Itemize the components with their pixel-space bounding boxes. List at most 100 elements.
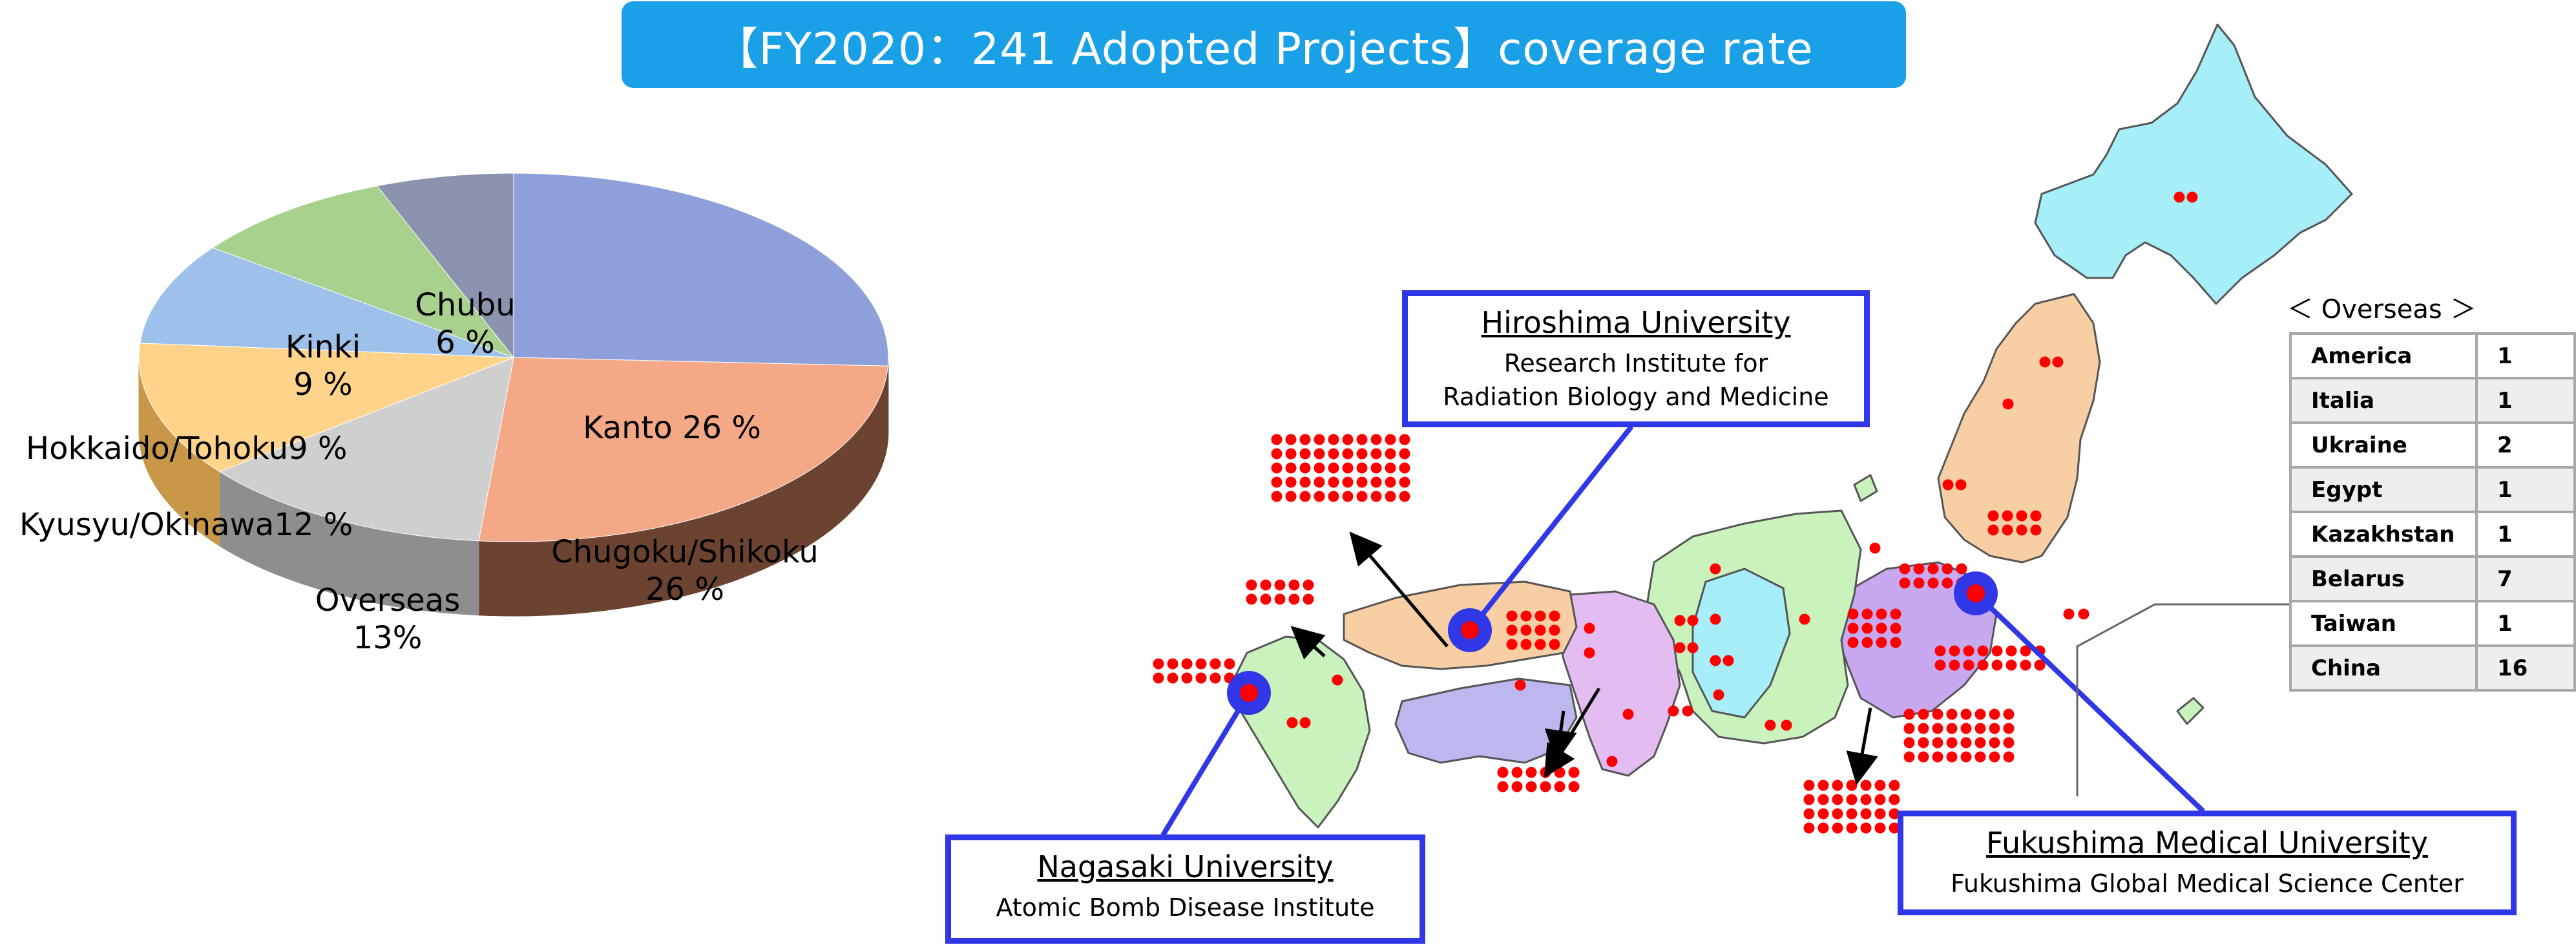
dot-cluster-chubu — [1876, 608, 1887, 620]
dot-single — [1332, 674, 1343, 686]
dot-cluster-shikoku-south — [1803, 794, 1815, 805]
arrow-chugoku — [1349, 531, 1449, 648]
dot-cluster-chugoku — [1399, 448, 1410, 460]
dot-cluster-kanto-south — [1918, 737, 1929, 749]
dot-cluster-chubu — [1861, 608, 1873, 620]
dot-cluster-chugoku — [1285, 462, 1297, 474]
dot-cluster-chugoku — [1370, 434, 1382, 445]
dot-cluster-fukushima — [1987, 510, 1999, 522]
dot-cluster-kanto — [1927, 577, 1939, 589]
dot-cluster-kanto-south — [1903, 708, 1915, 720]
dot-cluster-kanto-south — [1932, 708, 1943, 720]
project-dots — [1153, 191, 2198, 834]
dot-cluster-shikoku-south — [1874, 808, 1886, 820]
dot-cluster-hiroshima — [1520, 610, 1532, 622]
dot-single — [2078, 608, 2089, 620]
overseas-country: Belarus — [2289, 555, 2478, 602]
dot-cluster-kanto-south — [1989, 708, 2000, 720]
dot-cluster-shikoku-south — [1846, 822, 1858, 834]
dot-cluster-chugoku — [1370, 462, 1382, 474]
arrow-kyushu — [1290, 626, 1326, 660]
dot-single — [1584, 622, 1595, 634]
dot-cluster-chubu — [1847, 622, 1859, 634]
overseas-count: 16 — [2475, 644, 2576, 692]
callout-hiroshima-name: Hiroshima University — [1481, 305, 1791, 340]
dot-cluster-chugoku — [1314, 476, 1325, 488]
dot-single — [1622, 708, 1634, 720]
dot-cluster-kanto-south — [1932, 723, 1943, 734]
dot-cluster-kanto-east — [2020, 645, 2031, 657]
dot-cluster-shikoku-south — [1803, 822, 1815, 834]
dot-cluster-chugoku — [1328, 434, 1339, 445]
dot-cluster-kanto-south — [1960, 708, 1972, 720]
dot-cluster-kanto-south — [1974, 751, 1986, 763]
dot-cluster-kanto-east — [1934, 659, 1946, 671]
dot-cluster-kanto-east — [2034, 659, 2046, 671]
dot-cluster-shikoku-south — [1817, 808, 1829, 820]
dot-cluster-kanto-south — [1918, 708, 1929, 720]
dot-cluster-kinki — [1497, 781, 1509, 792]
dot-cluster-chugoku — [1385, 462, 1396, 474]
line-nagasaki — [1160, 691, 1251, 837]
callout-nagasaki-name: Nagasaki University — [1037, 849, 1334, 884]
dot-cluster-kanto-east — [1991, 645, 2003, 657]
dot-cluster-chubu — [1876, 637, 1887, 648]
dot-cluster-shikoku-south — [1817, 822, 1829, 834]
dot-cluster-shikoku-south — [1860, 794, 1872, 805]
dot-cluster-chugoku — [1342, 448, 1354, 460]
callout-nagasaki: Nagasaki University Atomic Bomb Disease … — [945, 834, 1425, 944]
dot-cluster-chugoku — [1285, 476, 1297, 488]
dot-single — [1687, 615, 1699, 626]
dot-cluster-kanto-east — [2020, 659, 2031, 671]
dot-cluster-kanto-east — [1949, 659, 1960, 671]
dot-cluster-chubu — [1861, 637, 1873, 648]
dot-cluster-kanto-east — [2005, 659, 2017, 671]
pie-label-overseas-0: Overseas — [315, 582, 460, 619]
dot-cluster-chugoku — [1285, 491, 1297, 502]
dot-single — [1710, 563, 1721, 575]
callout-lines — [1160, 425, 2205, 837]
marker-fukushima-dot — [1967, 584, 1985, 602]
pie-slice-hokkaido-tohoku — [140, 247, 514, 358]
dot-single — [1606, 756, 1618, 767]
dot-cluster-nagasaki — [1153, 672, 1164, 684]
dot-cluster-kanto-south — [2003, 708, 2015, 720]
dot-cluster-kinki — [1497, 767, 1509, 778]
map-region-kyushu — [1233, 635, 1371, 829]
pie-slice-kinki — [211, 186, 515, 359]
map-island-okinawa — [2176, 697, 2204, 725]
callout-fukushima: Fukushima Medical University Fukushima G… — [1898, 811, 2517, 915]
pie-slice-kyusyu-okinawa — [138, 343, 514, 472]
dot-single — [2186, 191, 2198, 203]
dot-cluster-chugoku — [1299, 491, 1311, 502]
pie-label-chubu-0: Chubu — [415, 287, 515, 323]
dot-cluster-shikoku-south — [1874, 794, 1886, 805]
dot-cluster-chugoku — [1342, 491, 1354, 502]
dot-single — [1514, 679, 1526, 691]
dot-cluster-chugoku — [1356, 434, 1368, 445]
dot-cluster-chugoku — [1314, 448, 1325, 460]
dot-cluster-kanto-south — [1960, 723, 1972, 734]
dot-cluster-chugoku — [1356, 476, 1368, 488]
pie-slice-kanto — [513, 173, 889, 366]
callout-fukushima-name: Fukushima Medical University — [1986, 825, 2428, 860]
overseas-count: 1 — [2475, 511, 2576, 558]
marker-nagasaki-dot — [1240, 684, 1258, 702]
dot-cluster-chugoku — [1299, 448, 1311, 460]
dot-single — [2039, 356, 2051, 368]
gray-lines — [2076, 603, 2290, 796]
dot-cluster-chugoku — [1342, 434, 1354, 445]
dot-cluster-chugoku — [1399, 491, 1410, 502]
dot-cluster-shikoku-south — [1846, 794, 1858, 805]
dot-cluster-chugoku — [1356, 448, 1368, 460]
dot-cluster-chugoku — [1299, 434, 1311, 445]
dot-cluster-kanto-south — [1903, 751, 1915, 763]
dot-single — [1764, 719, 1776, 731]
dot-single — [2002, 398, 2014, 410]
dot-cluster-chubu — [1890, 622, 1901, 634]
dot-cluster-kanto-south — [2003, 723, 2015, 734]
